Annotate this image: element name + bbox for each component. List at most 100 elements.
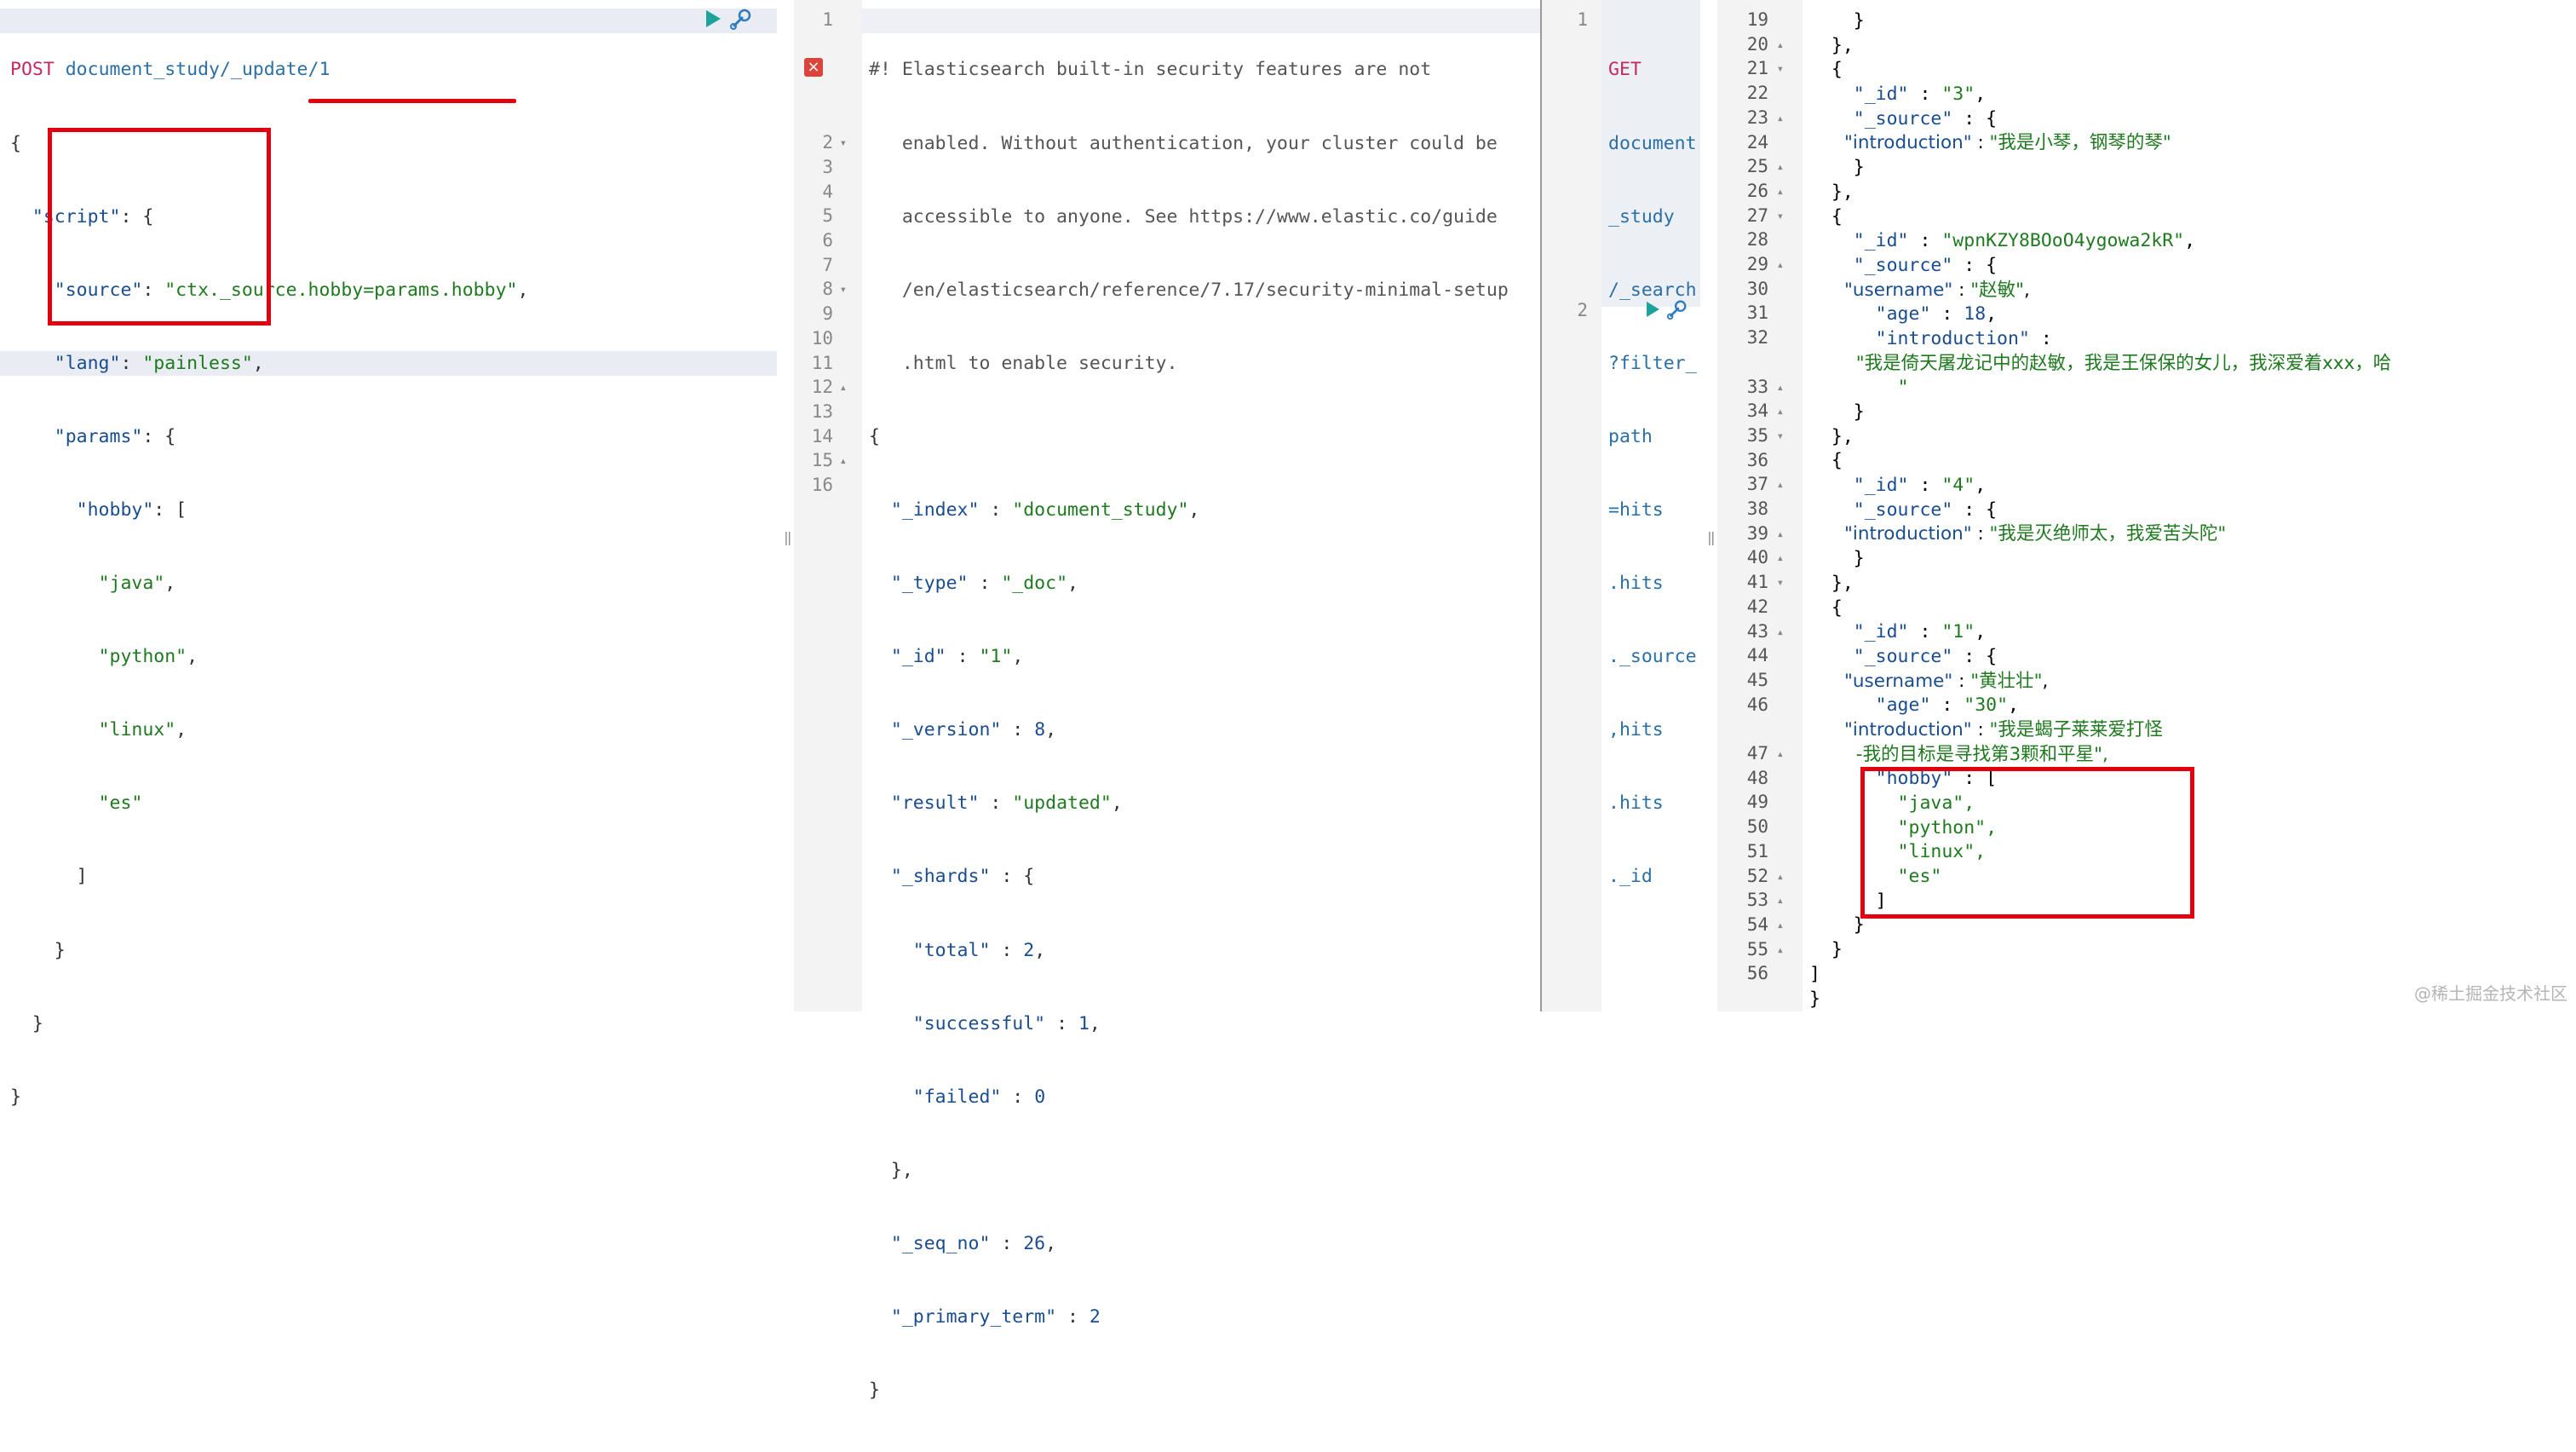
line-number: 19 [1746,9,1768,30]
fold-up-icon[interactable]: ▴ [1776,160,1784,175]
response-line: { [1809,596,1843,619]
fold-up-icon[interactable]: ▴ [1776,942,1784,957]
fold-up-icon[interactable]: ▴ [1776,551,1784,566]
fold-down-icon[interactable]: ▾ [1776,209,1784,223]
fold-up-icon[interactable]: ▴ [1776,625,1784,639]
response-line: } [1809,914,1865,936]
line-number: 45 [1746,669,1768,690]
error-icon: × [804,58,823,77]
window-divider [1540,0,1542,1011]
response-line: } [1809,939,1843,961]
response-line: ] [1809,963,1820,985]
line-number: 56 [1746,963,1768,984]
response-line: }, [1809,425,1854,447]
fold-up-icon[interactable]: ▴ [1776,37,1784,52]
line-number: 32 [1746,327,1768,349]
response-line: "age" : "30", [1875,694,2019,717]
response-line: "_id" : "wpnKZY8BOoO4ygowa2kR", [1853,230,2196,252]
wrench-icon[interactable] [729,7,753,31]
line-number: 46 [1746,694,1768,715]
line-number: 53 [1746,890,1768,911]
response-line: "_id" : "1", [1853,621,1987,643]
panel-resize-handle[interactable]: ‖ [1700,0,1717,1011]
line-number: 36 [1746,449,1768,470]
watermark: @稀土掘金技术社区 [2414,983,2567,1004]
response-line: "java", [1897,792,1975,814]
response-gutter: × 1 2▾ 3 4 5 6 7 8▾ 9 10 11 12▴ 13 14 15… [794,0,862,1011]
response-line: "_source" : { [1853,254,1998,276]
line-number: 23 [1746,107,1768,128]
response-line: } [1809,10,1865,32]
line-number: 24 [1746,131,1768,153]
response-line: { [1809,450,1843,472]
fold-up-icon[interactable]: ▴ [1776,894,1784,908]
line-number: 47 [1746,743,1768,763]
response-line: "introduction" : "我是蝎子莱莱爱打怪 [1844,718,2163,740]
request-method: GET [1608,59,1642,81]
fold-up-icon[interactable]: ▴ [1776,258,1784,272]
fold-down-icon[interactable]: ▾ [1776,429,1784,443]
line-number: 44 [1746,645,1768,666]
response-line: { [1809,205,1843,228]
response-line: "我是倚天屠龙记中的赵敏，我是王保保的女儿，我深爱着xxx，哈 [1855,352,2392,374]
line-number: 35 [1746,424,1768,446]
line-number: 28 [1746,229,1768,251]
fold-down-icon[interactable]: ▾ [1776,576,1784,591]
search-request[interactable]: GET document _study /_search ?filter_ pa… [1608,59,1697,888]
line-number: 41 [1746,572,1768,593]
response-line: "hobby" : [ [1875,768,1998,790]
request-editor[interactable]: POST document_study/_update/1 { "script"… [0,0,777,1108]
response-line: "age" : 18, [1875,303,1998,326]
response-line: ] [1809,890,1887,912]
run-request-icon[interactable] [1644,300,1661,319]
response-code: #! Elasticsearch built-in security featu… [869,59,1509,1402]
hobby-highlight-box [1860,767,2194,919]
fold-up-icon[interactable]: ▴ [1776,527,1784,541]
request-code[interactable]: POST document_study/_update/1 { "script"… [10,59,529,1108]
response-line: "es" [1897,866,1942,888]
wrench-icon[interactable] [1666,298,1688,320]
fold-up-icon[interactable]: ▴ [1776,918,1784,932]
fold-up-icon[interactable]: ▴ [1776,478,1784,493]
response-line: "python", [1897,816,1998,838]
line-number: 25 [1746,156,1768,177]
line-number: 50 [1746,816,1768,838]
fold-up-icon[interactable]: ▴ [1776,869,1784,884]
security-warning: #! Elasticsearch built-in security featu… [869,59,1432,81]
resize-grip-icon: ‖ [784,529,792,545]
line-number: 52 [1746,865,1768,886]
run-request-icon[interactable] [704,9,722,29]
active-line-highlight [0,351,777,376]
line-number: 40 [1746,547,1768,568]
params-highlight-box [48,128,271,326]
response-line: "introduction" : "我是灭绝师太，我爱苦头陀" [1844,523,2227,545]
line-number: 29 [1746,254,1768,274]
line-number: 31 [1746,302,1768,324]
line-number: 43 [1746,620,1768,642]
fold-up-icon[interactable]: ▴ [1776,380,1784,395]
line-number: 20 [1746,33,1768,55]
line-number: 30 [1746,278,1768,299]
search-response: } }, { "_id" : "3", "_source" : { "intro… [1809,9,2391,1011]
response-line: "_id" : "4", [1853,475,1987,497]
response-line: }, [1809,181,1854,203]
line-number: 37 [1746,474,1768,495]
line-number: 27 [1746,205,1768,226]
fold-up-icon[interactable]: ▴ [1776,747,1784,761]
response-panel[interactable]: × 1 2▾ 3 4 5 6 7 8▾ 9 10 11 12▴ 13 14 15… [794,0,1601,1401]
fold-up-icon[interactable]: ▴ [1776,184,1784,199]
response-line: } [1809,157,1865,179]
response-line: " [1897,377,1909,399]
response-line: "username" : "黄壮壮", [1844,670,2049,692]
request-gutter: 1 2 [1542,0,1601,1011]
response-line: } [1809,401,1865,423]
fold-up-icon[interactable]: ▴ [1776,111,1784,125]
fold-up-icon[interactable]: ▴ [1776,405,1784,419]
line-number: 54 [1746,913,1768,935]
line-number: 38 [1746,498,1768,519]
response-line: } [1809,988,1820,1010]
panel-resize-handle[interactable]: ‖ [777,0,794,1011]
line-number: 42 [1746,596,1768,617]
fold-down-icon[interactable]: ▾ [1776,62,1784,77]
